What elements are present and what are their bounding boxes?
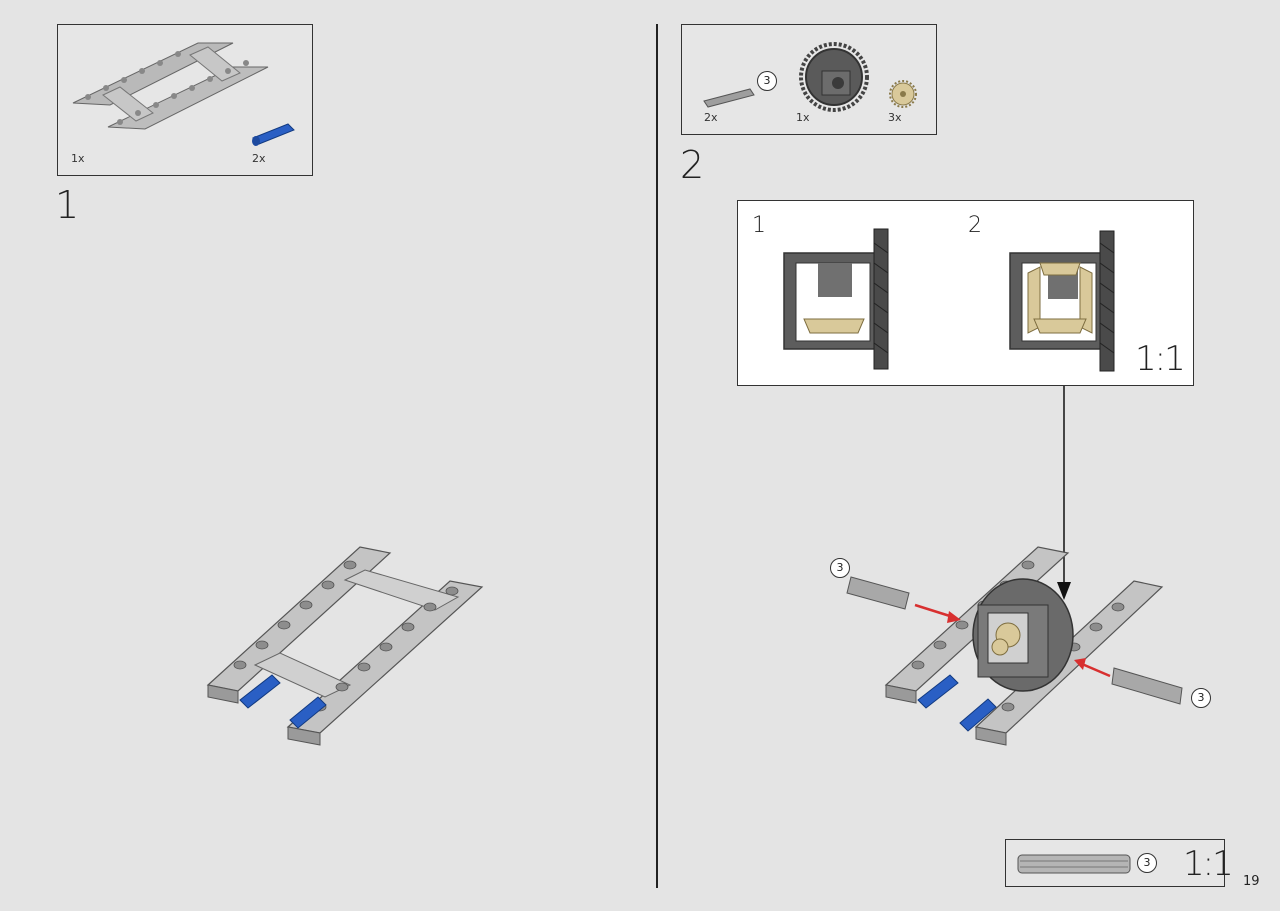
- axle-right-insert: [1074, 658, 1183, 705]
- axle-length-callout: 3: [830, 558, 850, 578]
- part-qty: 1x: [71, 152, 85, 165]
- part-qty: 2x: [252, 152, 266, 165]
- part-qty: 3x: [888, 111, 902, 124]
- step-number: 1: [55, 183, 80, 227]
- part-qty: 2x: [704, 111, 718, 124]
- bevel-gear-icon: [889, 80, 917, 108]
- step-number: 2: [680, 143, 705, 187]
- axle-icon: [703, 88, 755, 108]
- sub-step-number: 2: [968, 213, 982, 238]
- differential-icon: [799, 42, 869, 112]
- frame-with-pins-illustration: [206, 546, 484, 746]
- scale-label: 1:1: [1183, 844, 1234, 884]
- axle-ruler-icon: [1017, 854, 1131, 874]
- page-number: 19: [1243, 874, 1260, 889]
- step1-parts-box: 1x 2x: [57, 24, 313, 176]
- axle-ruler-box: 3 1:1: [1005, 839, 1234, 887]
- frame-icon: [72, 42, 269, 130]
- axle-length-callout: 3: [757, 71, 777, 91]
- differential-open-view-1: [783, 228, 889, 370]
- page-divider: [656, 24, 658, 888]
- scale-label: 1:1: [1135, 339, 1186, 379]
- part-qty: 1x: [796, 111, 810, 124]
- differential-open-view-2: [1009, 230, 1115, 372]
- ruler-length-callout: 3: [1137, 853, 1157, 873]
- step2-parts-box: 3 2x 1x 3x: [681, 24, 937, 135]
- sub-step-number: 1: [752, 213, 766, 238]
- frame-with-differential-illustration: [884, 546, 1164, 746]
- blue-pin-icon: [252, 123, 295, 146]
- sub-assembly-callout: 1 2 1:1: [737, 200, 1194, 386]
- axle-length-callout: 3: [1191, 688, 1211, 708]
- axle-left-insert: [846, 576, 961, 623]
